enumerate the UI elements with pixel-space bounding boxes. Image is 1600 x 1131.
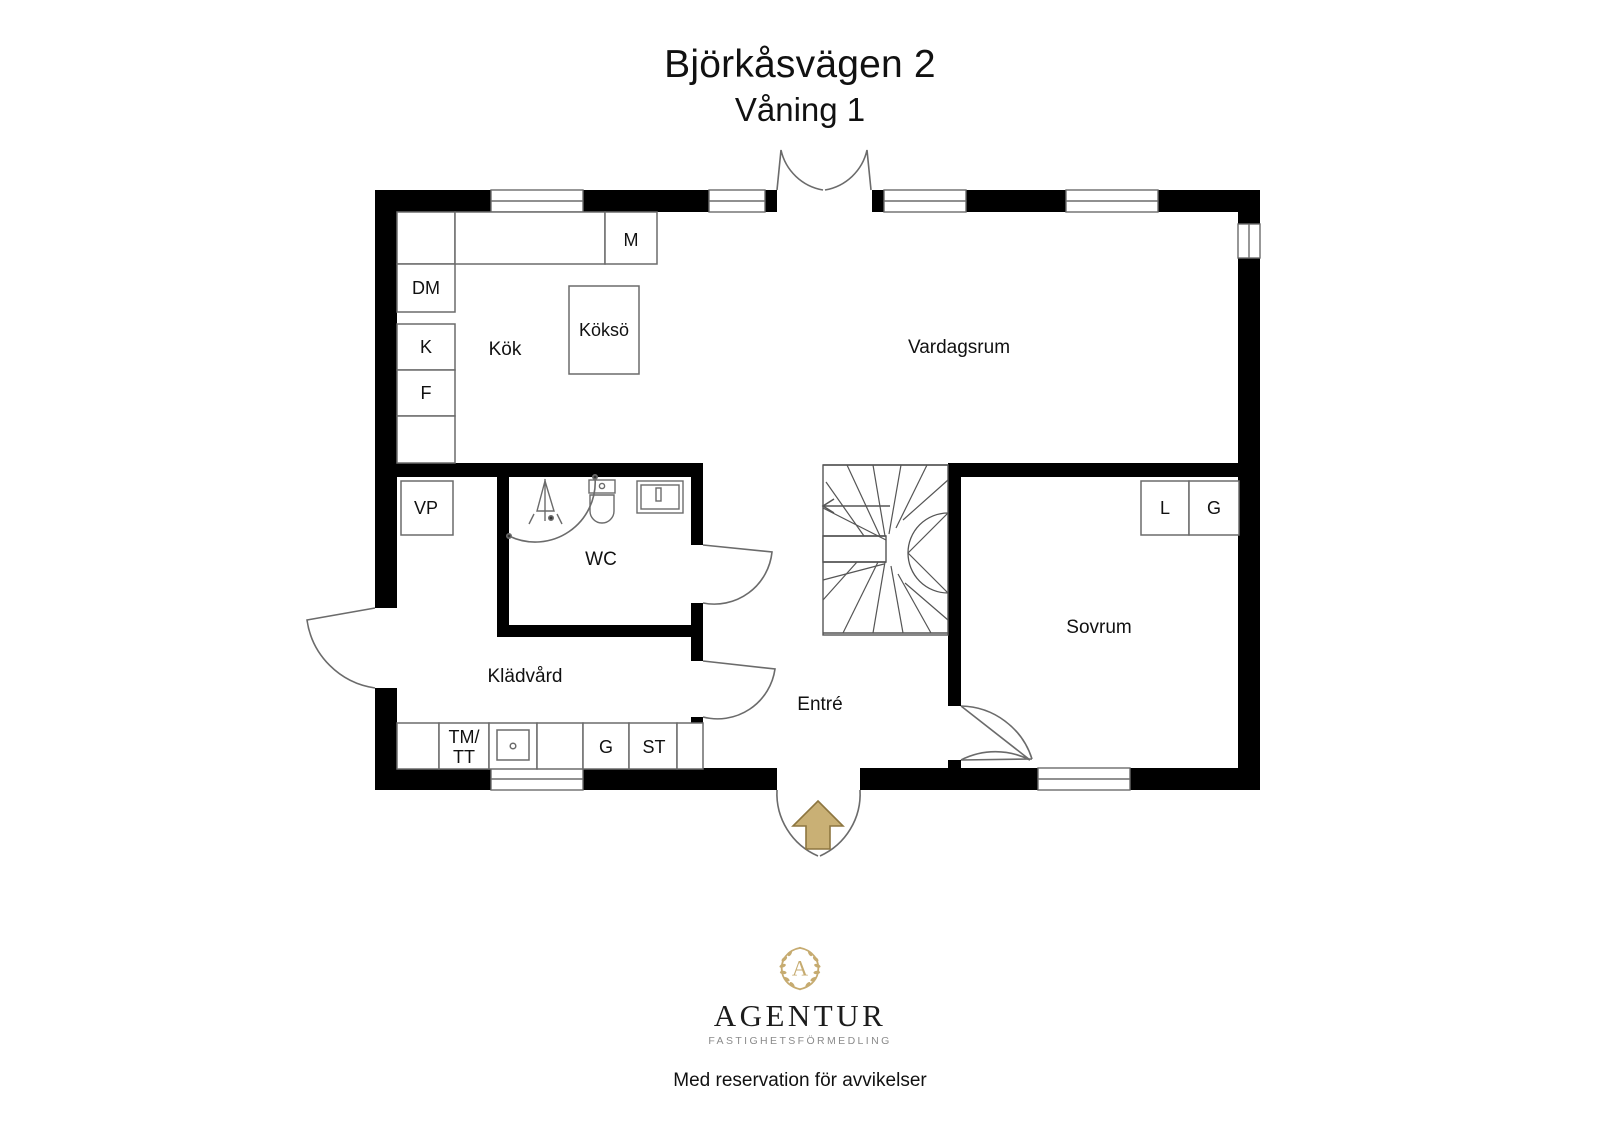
cabinet-dm <box>396 263 456 313</box>
laundry-cabinets <box>396 722 704 770</box>
brand-tagline: FASTIGHETSFÖRMEDLING <box>708 1035 892 1047</box>
wall-bedroom-left-1 <box>948 463 961 706</box>
wall-top-doorjamb-right <box>872 190 884 212</box>
wall-wc-left <box>497 477 509 637</box>
fixture-label-koksö: Köksö <box>578 320 630 340</box>
wc-fixtures <box>528 478 684 525</box>
cabinet-laundry-1 <box>396 722 440 770</box>
stair-direction-arrow <box>821 498 890 514</box>
toilet-icon <box>588 479 616 524</box>
wall-top-doorjamb-left <box>765 190 777 212</box>
wall-bottom-doorjamb-left <box>765 768 777 790</box>
bedroom-wardrobes <box>1140 480 1240 536</box>
logo-monogram: A <box>792 955 808 980</box>
door-main-entrance <box>776 789 861 857</box>
room-label-entre: Entré <box>797 694 843 715</box>
staircase <box>821 464 949 636</box>
wall-corridor-right-1 <box>691 477 703 545</box>
fixture-label-l: L <box>1159 498 1171 518</box>
door-sovrum <box>960 705 1033 761</box>
wall-top-4 <box>1158 190 1260 212</box>
door-wc <box>505 473 598 543</box>
fixture-label-f: F <box>420 383 432 403</box>
interior-walls <box>397 463 1240 790</box>
laurel-wreath-logo-icon: A <box>779 946 821 991</box>
page-subtitle: Våning 1 <box>734 91 866 128</box>
wall-top-3 <box>966 190 1066 212</box>
counter-top-run <box>454 211 606 265</box>
floorplan-drawing <box>306 149 1261 857</box>
floor-area <box>375 190 1260 790</box>
title-block: Björkåsvägen 2 Våning 1 <box>0 42 1600 130</box>
kitchen-island <box>568 285 640 375</box>
wall-bottom-2 <box>583 768 765 790</box>
shower-icon <box>528 478 563 525</box>
cabinet-g2 <box>582 722 630 770</box>
room-label-sovrum: Sovrum <box>1066 617 1132 638</box>
page-title: Björkåsvägen 2 <box>664 43 936 86</box>
cabinet-upper-left <box>396 211 456 265</box>
wall-corridor-right-2 <box>691 603 703 661</box>
doors <box>306 149 1033 857</box>
window-group-top <box>490 189 1159 213</box>
wall-right-2 <box>1238 258 1260 790</box>
fixture-label-st: ST <box>642 737 666 757</box>
wall-top-1 <box>375 190 491 212</box>
wall-bottom-4 <box>1130 768 1260 790</box>
fixture-label-g-laundry: G <box>598 737 614 757</box>
exterior-walls <box>375 189 1261 791</box>
cabinet-m <box>604 211 658 265</box>
laundry-sink-drain <box>509 742 517 750</box>
window-right <box>1237 223 1261 259</box>
vp-unit <box>400 480 454 536</box>
footer-block: A AGENTUR FASTIGHETSFÖRMEDLING Med reser… <box>0 940 1600 1092</box>
fixture-label-k: K <box>419 337 433 357</box>
door-terrace-double <box>776 149 872 191</box>
cabinet-laundry-3 <box>676 722 704 770</box>
fixture-label-vp: VP <box>413 498 439 518</box>
room-label-wc: WC <box>585 549 617 570</box>
wall-int-kitchen-bottom <box>397 463 703 477</box>
disclaimer-text: Med reservation för avvikelser <box>673 1070 927 1091</box>
fixture-label-dm: DM <box>412 278 440 298</box>
fixture-label-m: M <box>623 230 639 250</box>
sink-icon <box>636 480 684 514</box>
fixture-label-tm-tt: TM/TT <box>448 727 480 767</box>
room-label-kladvard: Klädvård <box>487 666 563 687</box>
window-group-bottom <box>490 767 1131 791</box>
wall-wc-bottom <box>497 625 703 637</box>
wall-top-2 <box>583 190 709 212</box>
brand-wordmark: AGENTUR <box>713 998 887 1033</box>
wall-bedroom-top <box>948 463 1240 477</box>
wall-left-1 <box>375 190 397 608</box>
wall-bottom-1 <box>375 768 491 790</box>
wall-right-1 <box>1238 190 1260 224</box>
door-hall-upper <box>702 544 773 605</box>
door-kladvard <box>702 660 776 720</box>
cabinet-k <box>396 323 456 371</box>
wall-bedroom-left-2 <box>948 760 961 790</box>
wardrobe-g <box>1188 480 1240 536</box>
cabinet-lower-left <box>396 415 456 464</box>
room-label-kok: Kök <box>488 339 522 360</box>
cabinet-laundry-2 <box>536 722 584 770</box>
wardrobe-l <box>1140 480 1190 536</box>
wall-left-2 <box>375 688 397 790</box>
wall-bottom-doorjamb-right <box>860 768 872 790</box>
room-label-vardagsrum: Vardagsrum <box>907 337 1011 358</box>
door-exterior-left <box>306 607 376 689</box>
main-entrance-arrow <box>791 799 845 850</box>
kitchen-cabinets <box>396 211 658 464</box>
fixture-label-g-bedroom: G <box>1206 498 1222 518</box>
cabinet-f <box>396 369 456 417</box>
